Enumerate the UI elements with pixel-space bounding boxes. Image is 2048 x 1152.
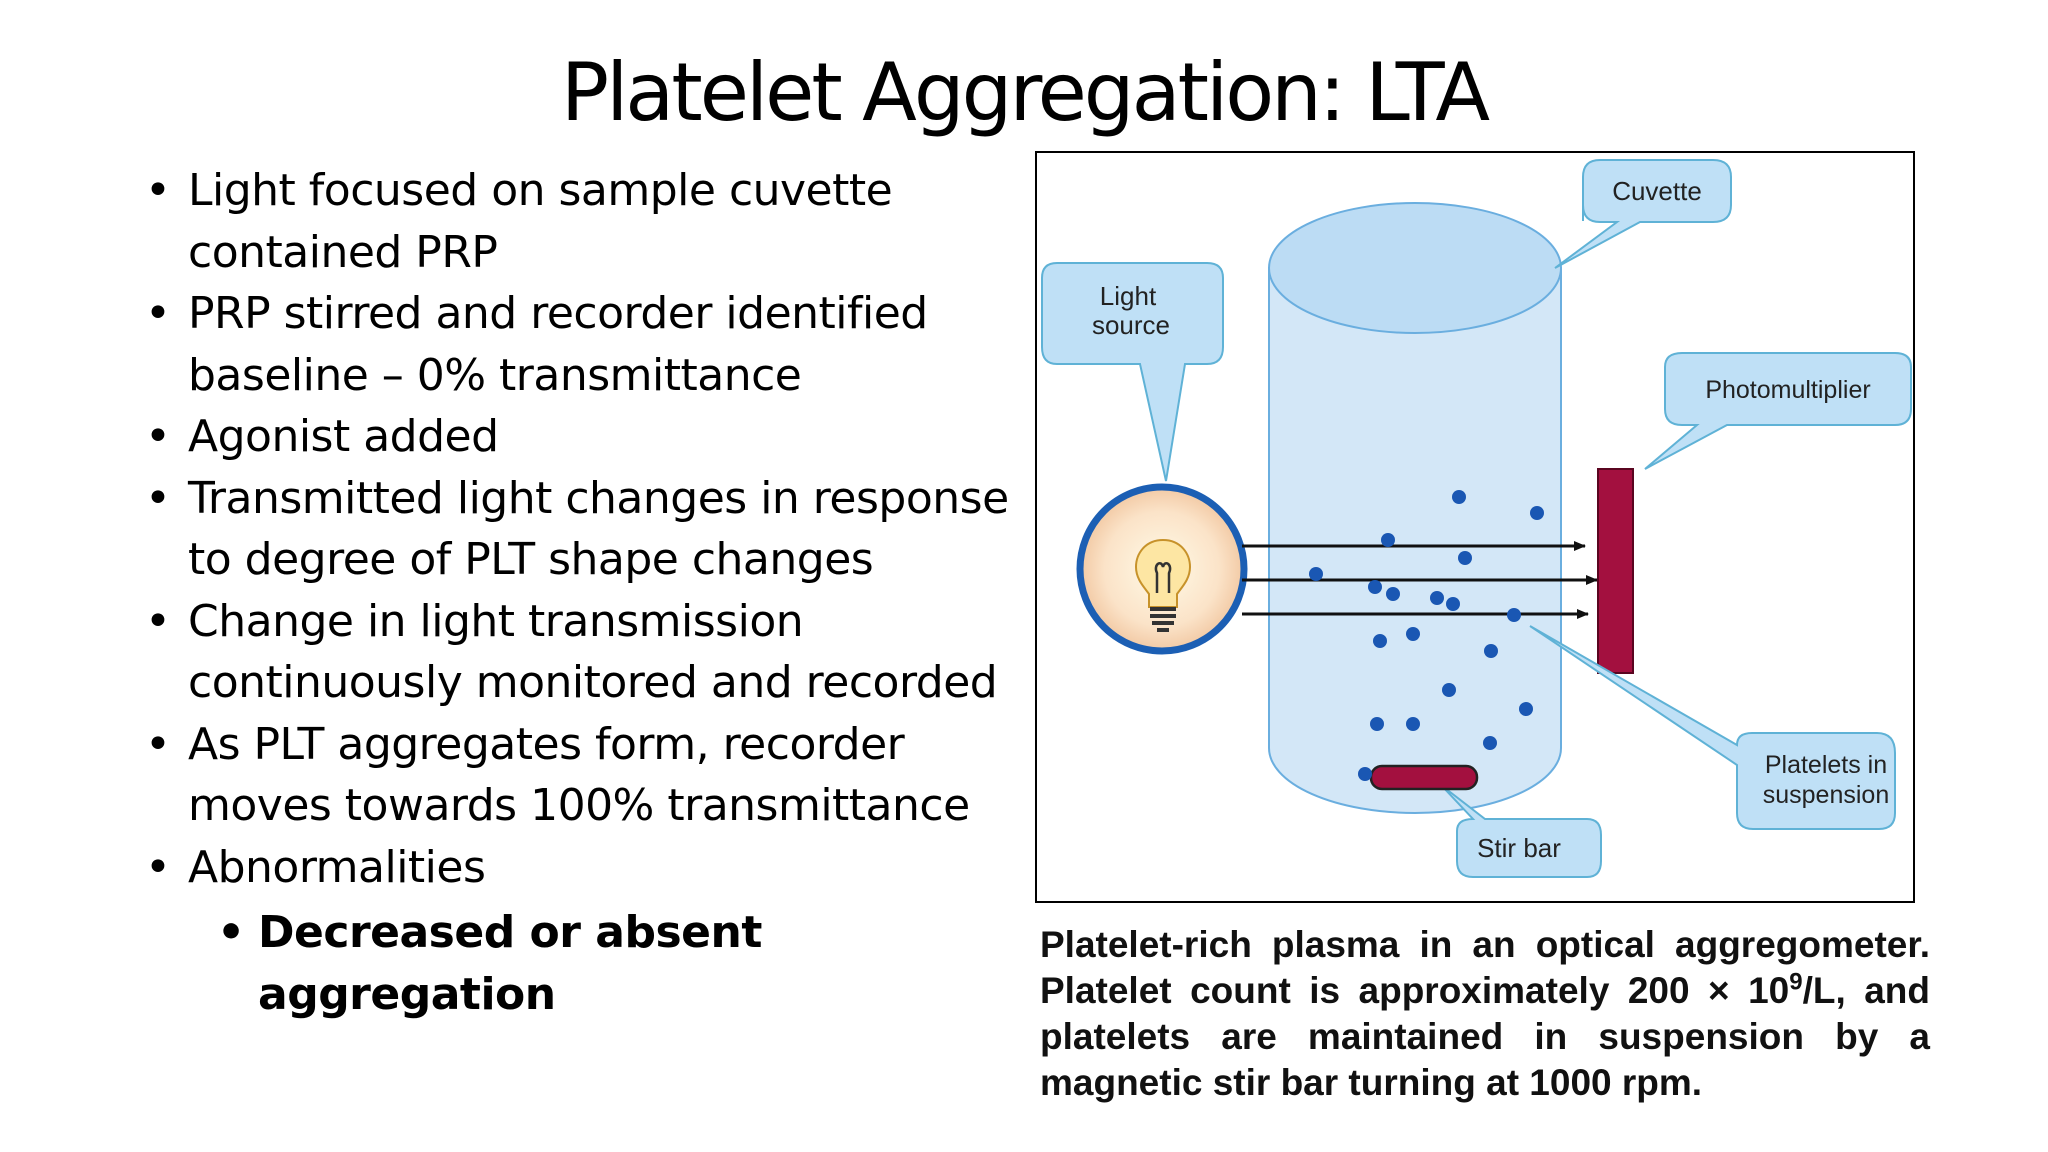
platelet-dot — [1370, 717, 1384, 731]
cuvette-top — [1268, 202, 1562, 334]
photomultiplier-detector — [1597, 468, 1634, 674]
sub-bullet-item: Decreased or absent aggregation — [145, 902, 1045, 1025]
bullet-list: Light focused on sample cuvette containe… — [145, 160, 1045, 1025]
light-source-callout — [1041, 262, 1224, 482]
stir-bar-callout — [1440, 784, 1602, 878]
caption-text-part2: /L, and platelets are maintained in susp… — [1040, 970, 1930, 1103]
platelets-callout — [1529, 625, 1896, 830]
caption-text-part1: Platelet-rich plasma in an optical aggre… — [1040, 924, 1930, 1011]
platelet-dot — [1373, 634, 1387, 648]
platelets-label-line1: Platelets in — [1765, 751, 1887, 779]
bullet-item: Change in light transmission continuousl… — [145, 591, 1045, 714]
diagram-svg: Cuvette Light source Photomultiplier Pla… — [1041, 159, 1912, 878]
platelet-dot — [1368, 580, 1382, 594]
platelet-dot — [1358, 767, 1372, 781]
platelets — [1309, 490, 1544, 781]
stir-bar-label: Stir bar — [1477, 833, 1561, 863]
bullet-item: Abnormalities — [145, 837, 1045, 899]
cuvette-callout — [1554, 159, 1732, 269]
light-source-label-line1: Light — [1100, 281, 1157, 311]
platelet-dot — [1458, 551, 1472, 565]
platelet-dot — [1483, 736, 1497, 750]
platelet-dot — [1484, 644, 1498, 658]
platelet-dot — [1381, 533, 1395, 547]
photomultiplier-label: Photomultiplier — [1705, 376, 1870, 404]
bullet-item: As PLT aggregates form, recorder moves t… — [145, 714, 1045, 837]
platelet-dot — [1446, 597, 1460, 611]
platelet-dot — [1442, 683, 1456, 697]
photomultiplier-callout — [1644, 352, 1912, 470]
bullet-item: PRP stirred and recorder identified base… — [145, 283, 1045, 406]
light-bulb-icon — [1134, 538, 1192, 632]
bullet-item: Light focused on sample cuvette containe… — [145, 160, 1045, 283]
figure-caption: Platelet-rich plasma in an optical aggre… — [1040, 922, 1930, 1106]
platelet-dot — [1507, 608, 1521, 622]
cuvette-label: Cuvette — [1612, 176, 1702, 206]
platelet-dot — [1386, 587, 1400, 601]
bullet-item: Agonist added — [145, 406, 1045, 468]
platelets-label-line2: suspension — [1763, 781, 1889, 809]
platelet-dot — [1452, 490, 1466, 504]
cuvette-body — [1268, 267, 1562, 814]
aggregometer-diagram: Cuvette Light source Photomultiplier Pla… — [1035, 151, 1915, 903]
platelet-dot — [1530, 506, 1544, 520]
stir-bar — [1369, 764, 1479, 791]
platelet-dot — [1519, 702, 1533, 716]
platelet-dot — [1406, 627, 1420, 641]
bullet-item: Transmitted light changes in response to… — [145, 468, 1045, 591]
platelet-dot — [1430, 591, 1444, 605]
slide-title: Platelet Aggregation: LTA — [560, 46, 1490, 139]
caption-exponent: 9 — [1789, 968, 1803, 996]
platelet-dot — [1309, 567, 1323, 581]
light-source-label-line2: source — [1092, 310, 1170, 340]
platelet-dot — [1406, 717, 1420, 731]
